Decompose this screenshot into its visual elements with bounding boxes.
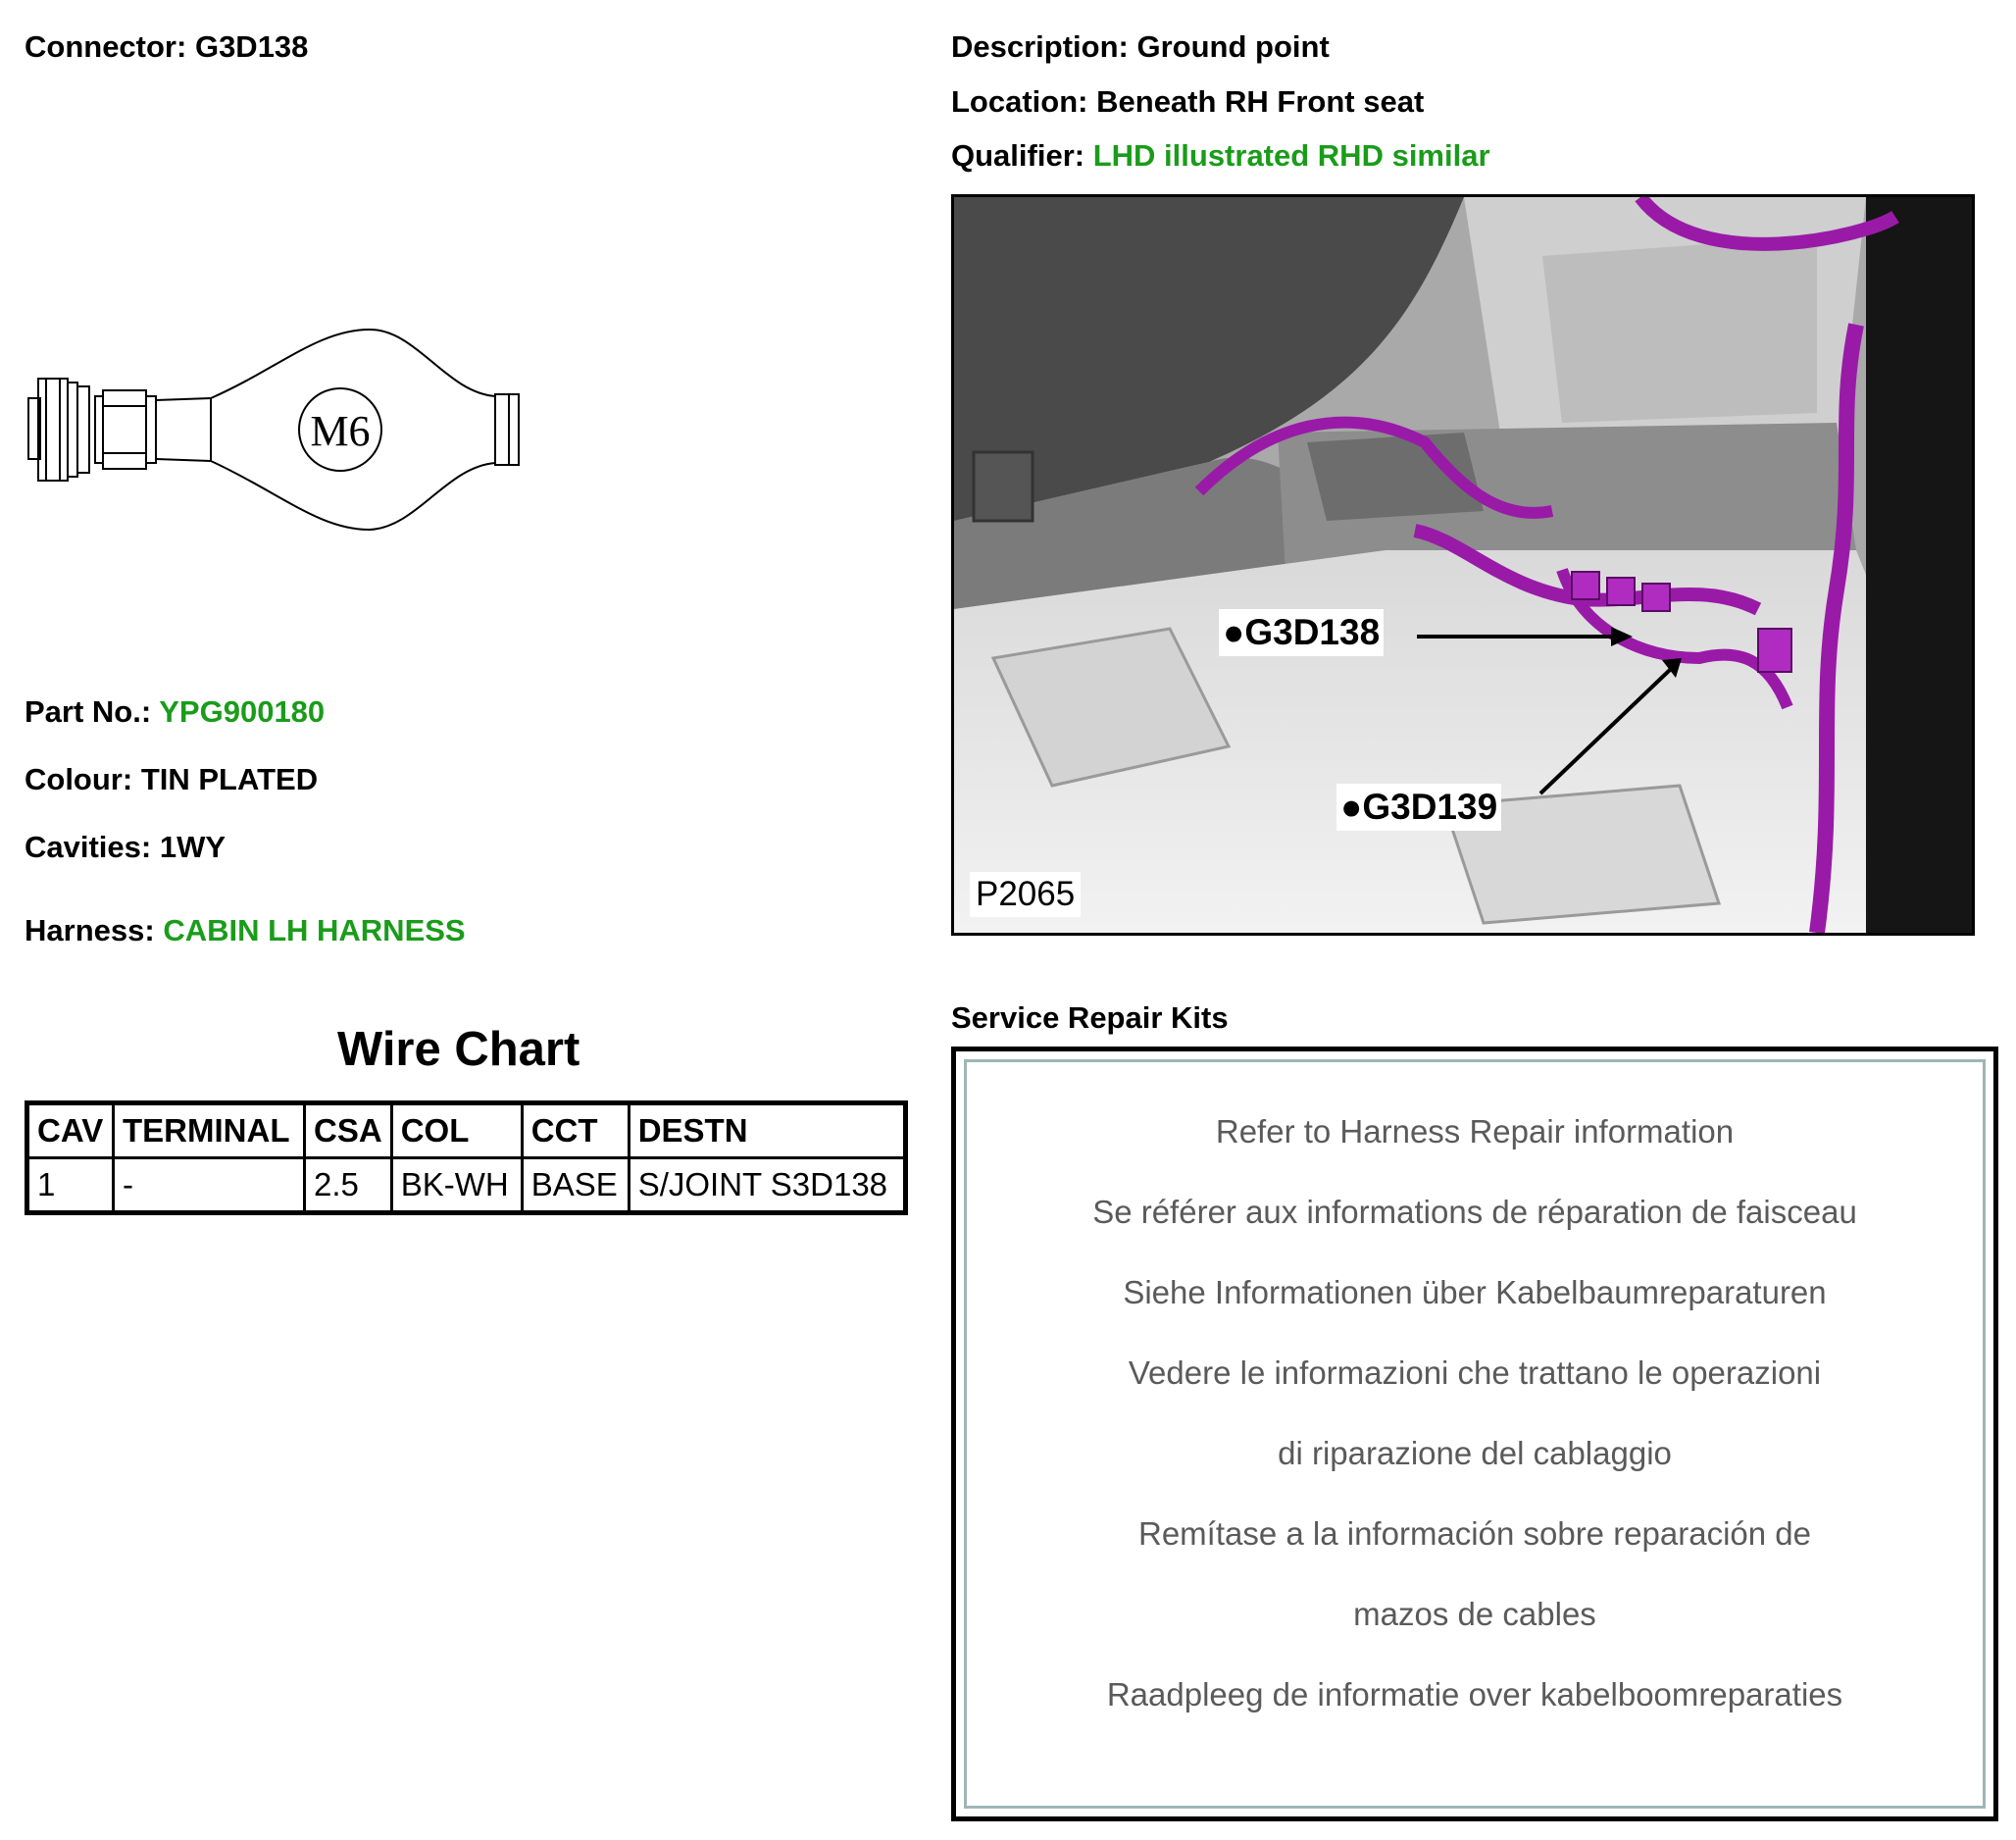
- cell-cav: 1: [25, 1156, 115, 1214]
- cell-col: BK-WH: [389, 1156, 524, 1214]
- callout-dot-icon: ●: [1223, 612, 1245, 652]
- location-value: Beneath RH Front seat: [1096, 84, 1425, 119]
- figure-id: P2065: [970, 872, 1082, 917]
- header-destn: DESTN: [627, 1101, 907, 1159]
- colour-value: TIN PLATED: [140, 762, 319, 796]
- kit-line-it-1: Vedere le informazioni che trattano le o…: [1128, 1354, 1822, 1391]
- kit-line-en: Refer to Harness Repair information: [1215, 1113, 1735, 1150]
- service-repair-kits-box: Refer to Harness Repair information Se r…: [951, 1047, 1998, 1821]
- kit-line-nl: Raadpleeg de informatie over kabelboomre…: [1106, 1676, 1843, 1712]
- description-field: Description: Ground point: [951, 29, 1330, 65]
- connector-value: G3D138: [194, 29, 309, 64]
- callout-g3d139: ●G3D139: [1336, 784, 1502, 831]
- colour-field: Colour: TIN PLATED: [25, 762, 318, 797]
- header-col: COL: [389, 1101, 524, 1159]
- wire-chart-header-row: CAV TERMINAL CSA COL CCT DESTN: [25, 1101, 907, 1159]
- connector-field: Connector: G3D138: [25, 29, 308, 65]
- cell-destn: S/JOINT S3D138: [627, 1156, 907, 1214]
- cavities-field: Cavities: 1WY: [25, 830, 226, 865]
- cavities-label: Cavities:: [25, 830, 152, 864]
- cell-cct: BASE: [520, 1156, 630, 1214]
- kit-line-it-2: di riparazione del cablaggio: [1278, 1435, 1672, 1471]
- location-field: Location: Beneath RH Front seat: [951, 84, 1424, 120]
- location-label: Location:: [951, 84, 1088, 119]
- callout-g3d138: ●G3D138: [1219, 609, 1385, 656]
- part-no-field: Part No.: YPG900180: [25, 694, 325, 730]
- kit-line-de: Siehe Informationen über Kabelbaumrepara…: [1123, 1274, 1827, 1310]
- size-mark: M6: [310, 407, 370, 455]
- cavities-value: 1WY: [159, 830, 227, 864]
- service-repair-kits-inner: Refer to Harness Repair information Se r…: [964, 1059, 1986, 1809]
- callout-g3d138-label: G3D138: [1244, 612, 1381, 652]
- harness-label: Harness:: [25, 913, 155, 947]
- header-cav: CAV: [25, 1101, 115, 1159]
- kit-line-es-2: mazos de cables: [1353, 1596, 1596, 1632]
- harness-field: Harness: CABIN LH HARNESS: [25, 913, 466, 948]
- header-terminal: TERMINAL: [112, 1101, 306, 1159]
- callout-g3d139-label: G3D139: [1362, 787, 1498, 827]
- description-value: Ground point: [1136, 29, 1330, 64]
- qualifier-field: Qualifier: LHD illustrated RHD similar: [951, 138, 1490, 174]
- kit-line-fr: Se référer aux informations de réparatio…: [1092, 1194, 1857, 1230]
- cell-csa: 2.5: [303, 1156, 393, 1214]
- qualifier-value: LHD illustrated RHD similar: [1092, 138, 1490, 173]
- cell-terminal: -: [112, 1156, 306, 1214]
- description-label: Description:: [951, 29, 1129, 64]
- wire-chart-table: CAV TERMINAL CSA COL CCT DESTN 1 - 2.5 B…: [25, 1100, 908, 1215]
- service-repair-kits-title: Service Repair Kits: [951, 1000, 1229, 1035]
- terminal-drawing: M6: [27, 328, 520, 532]
- connector-label: Connector:: [25, 29, 187, 64]
- part-no-label: Part No.:: [25, 694, 152, 729]
- colour-label: Colour:: [25, 762, 133, 796]
- callout-dot-icon: ●: [1340, 787, 1363, 827]
- wire-chart-title: Wire Chart: [337, 1023, 580, 1076]
- kit-line-es-1: Remítase a la información sobre reparaci…: [1137, 1515, 1812, 1552]
- table-row: 1 - 2.5 BK-WH BASE S/JOINT S3D138: [25, 1156, 907, 1214]
- location-illustration: ●G3D138 ●G3D139 P2065: [951, 194, 1975, 936]
- header-cct: CCT: [520, 1101, 630, 1159]
- harness-value: CABIN LH HARNESS: [163, 913, 466, 947]
- part-no-value: YPG900180: [159, 694, 326, 729]
- header-csa: CSA: [303, 1101, 393, 1159]
- qualifier-label: Qualifier:: [951, 138, 1085, 173]
